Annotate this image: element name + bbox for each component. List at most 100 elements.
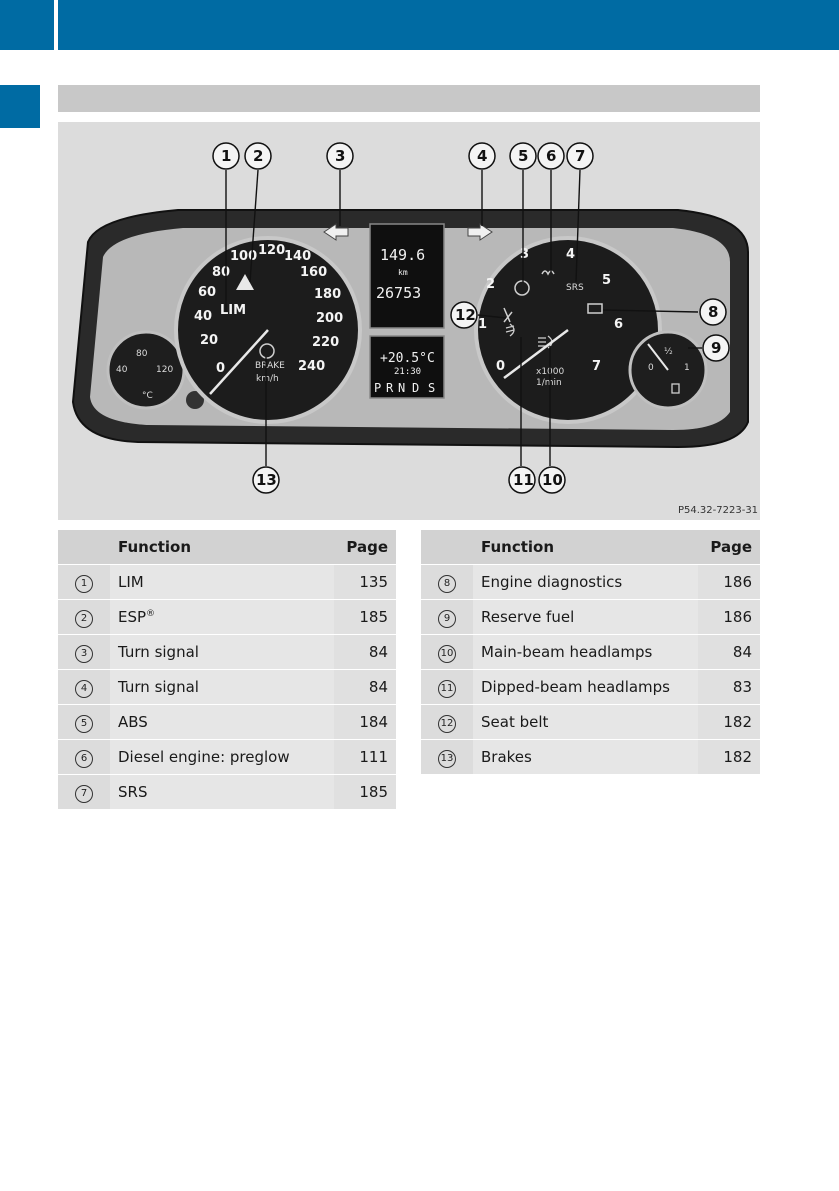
speed-mark-40: 40 bbox=[194, 309, 212, 324]
page-cell: 184 bbox=[334, 704, 396, 740]
speed-mark-180: 180 bbox=[314, 287, 341, 302]
rpm-mark-3: 3 bbox=[520, 247, 529, 262]
callout-markers: 1 2 3 4 5 6 7 8 9 10 11 12 13 bbox=[212, 142, 730, 494]
speed-mark-80: 80 bbox=[212, 265, 230, 280]
callout-11: 11 bbox=[513, 471, 534, 489]
odometer: 26753 bbox=[376, 284, 421, 302]
coolant-mark-80: 80 bbox=[136, 349, 148, 359]
row-number: 4 bbox=[75, 679, 93, 698]
callout-1: 1 bbox=[221, 147, 231, 165]
callout-5: 5 bbox=[518, 147, 528, 165]
row-number: 13 bbox=[438, 749, 456, 768]
number-column-header bbox=[421, 530, 473, 565]
row-number: 8 bbox=[438, 574, 456, 593]
function-cell: Engine diagnostics bbox=[473, 564, 698, 600]
speed-mark-60: 60 bbox=[198, 285, 216, 300]
page-cell: 182 bbox=[698, 704, 760, 740]
page-cell: 185 bbox=[334, 774, 396, 810]
section-heading-bar bbox=[58, 85, 760, 112]
speed-mark-100: 100 bbox=[230, 249, 257, 264]
row-number: 1 bbox=[75, 574, 93, 593]
function-table-right: Function Page 8 Engine diagnostics 186 9… bbox=[421, 530, 760, 775]
figure-code: P54.32-7223-31 bbox=[678, 505, 758, 516]
row-number: 11 bbox=[438, 679, 456, 698]
function-cell: Diesel engine: preglow bbox=[110, 739, 334, 775]
callout-3: 3 bbox=[335, 147, 345, 165]
rpm-unit-bottom: 1/min bbox=[536, 378, 562, 388]
header-bar-left bbox=[0, 0, 54, 50]
trip-unit: km bbox=[398, 268, 408, 277]
table-row: 8 Engine diagnostics 186 bbox=[421, 564, 760, 600]
fuel-mark-0: 0 bbox=[648, 363, 654, 373]
function-table-left: Function Page 1 LIM 135 2 ESP® 185 3 Tur… bbox=[58, 530, 396, 810]
speed-mark-0: 0 bbox=[216, 361, 225, 376]
function-cell: Main-beam headlamps bbox=[473, 634, 698, 670]
table-header-row: Function Page bbox=[58, 530, 396, 565]
callout-leaders bbox=[225, 169, 702, 466]
function-cell: SRS bbox=[110, 774, 334, 810]
row-number: 12 bbox=[438, 714, 456, 733]
table-header-row: Function Page bbox=[421, 530, 760, 565]
page-cell: 182 bbox=[698, 739, 760, 775]
rpm-mark-5: 5 bbox=[602, 273, 611, 288]
srs-indicator-label: SRS bbox=[566, 283, 584, 293]
page-cell: 84 bbox=[334, 669, 396, 705]
table-row: 10 Main-beam headlamps 84 bbox=[421, 634, 760, 670]
central-display-bottom bbox=[369, 335, 445, 399]
dipped-beam-icon bbox=[505, 323, 515, 337]
callout-9: 9 bbox=[711, 339, 721, 357]
row-number: 6 bbox=[75, 749, 93, 768]
speed-unit: km/h bbox=[256, 374, 279, 384]
table-row: 9 Reserve fuel 186 bbox=[421, 599, 760, 635]
instrument-cluster-illustration: 80 40 120 °C 0 20 40 60 80 100 120 140 1… bbox=[71, 142, 758, 516]
callout-6: 6 bbox=[546, 147, 556, 165]
speed-mark-20: 20 bbox=[200, 333, 218, 348]
function-cell: LIM bbox=[110, 564, 334, 600]
speed-mark-160: 160 bbox=[300, 265, 327, 280]
table-row: 6 Diesel engine: preglow 111 bbox=[58, 739, 396, 775]
callout-8: 8 bbox=[708, 303, 718, 321]
clock: 21:30 bbox=[394, 367, 421, 377]
page-cell: 83 bbox=[698, 669, 760, 705]
row-number: 9 bbox=[438, 609, 456, 628]
callout-7: 7 bbox=[575, 147, 585, 165]
registered-mark: ® bbox=[146, 609, 156, 619]
brake-indicator-label: BRAKE bbox=[255, 361, 285, 371]
header-bar bbox=[58, 0, 839, 50]
function-cell: ABS bbox=[110, 704, 334, 740]
rpm-mark-7: 7 bbox=[592, 359, 601, 374]
row-number: 3 bbox=[75, 644, 93, 663]
page-cell: 111 bbox=[334, 739, 396, 775]
rpm-mark-0: 0 bbox=[496, 359, 505, 374]
brake-warning-icon bbox=[259, 343, 275, 359]
preglow-icon bbox=[541, 270, 555, 276]
row-number: 2 bbox=[75, 609, 93, 628]
callout-4: 4 bbox=[477, 147, 487, 165]
table-row: 12 Seat belt 182 bbox=[421, 704, 760, 740]
coolant-mark-40: 40 bbox=[116, 365, 128, 375]
callout-10: 10 bbox=[542, 471, 563, 489]
row-number: 5 bbox=[75, 714, 93, 733]
turn-signal-right-icon bbox=[467, 223, 493, 241]
speed-mark-220: 220 bbox=[312, 335, 339, 350]
speed-mark-140: 140 bbox=[284, 249, 311, 264]
table-row: 3 Turn signal 84 bbox=[58, 634, 396, 670]
function-column-header: Function bbox=[473, 530, 698, 565]
table-row: 4 Turn signal 84 bbox=[58, 669, 396, 705]
speed-mark-240: 240 bbox=[298, 359, 325, 374]
rpm-mark-2: 2 bbox=[486, 277, 495, 292]
gear-r: R bbox=[386, 381, 394, 395]
page-cell: 185 bbox=[334, 599, 396, 635]
gear-p: P bbox=[374, 381, 381, 395]
coolant-unit: °C bbox=[142, 391, 153, 401]
function-text: ESP bbox=[118, 608, 147, 626]
coolant-mark-120: 120 bbox=[156, 365, 173, 375]
speed-mark-120: 120 bbox=[258, 243, 285, 258]
trip-distance: 149.6 bbox=[380, 246, 425, 264]
seat-belt-icon bbox=[503, 307, 513, 323]
engine-diagnostics-icon bbox=[587, 303, 603, 314]
rpm-mark-1: 1 bbox=[478, 317, 487, 332]
rpm-mark-4: 4 bbox=[566, 247, 575, 262]
esp-warning-icon bbox=[236, 274, 254, 290]
function-cell: Dipped-beam headlamps bbox=[473, 669, 698, 705]
